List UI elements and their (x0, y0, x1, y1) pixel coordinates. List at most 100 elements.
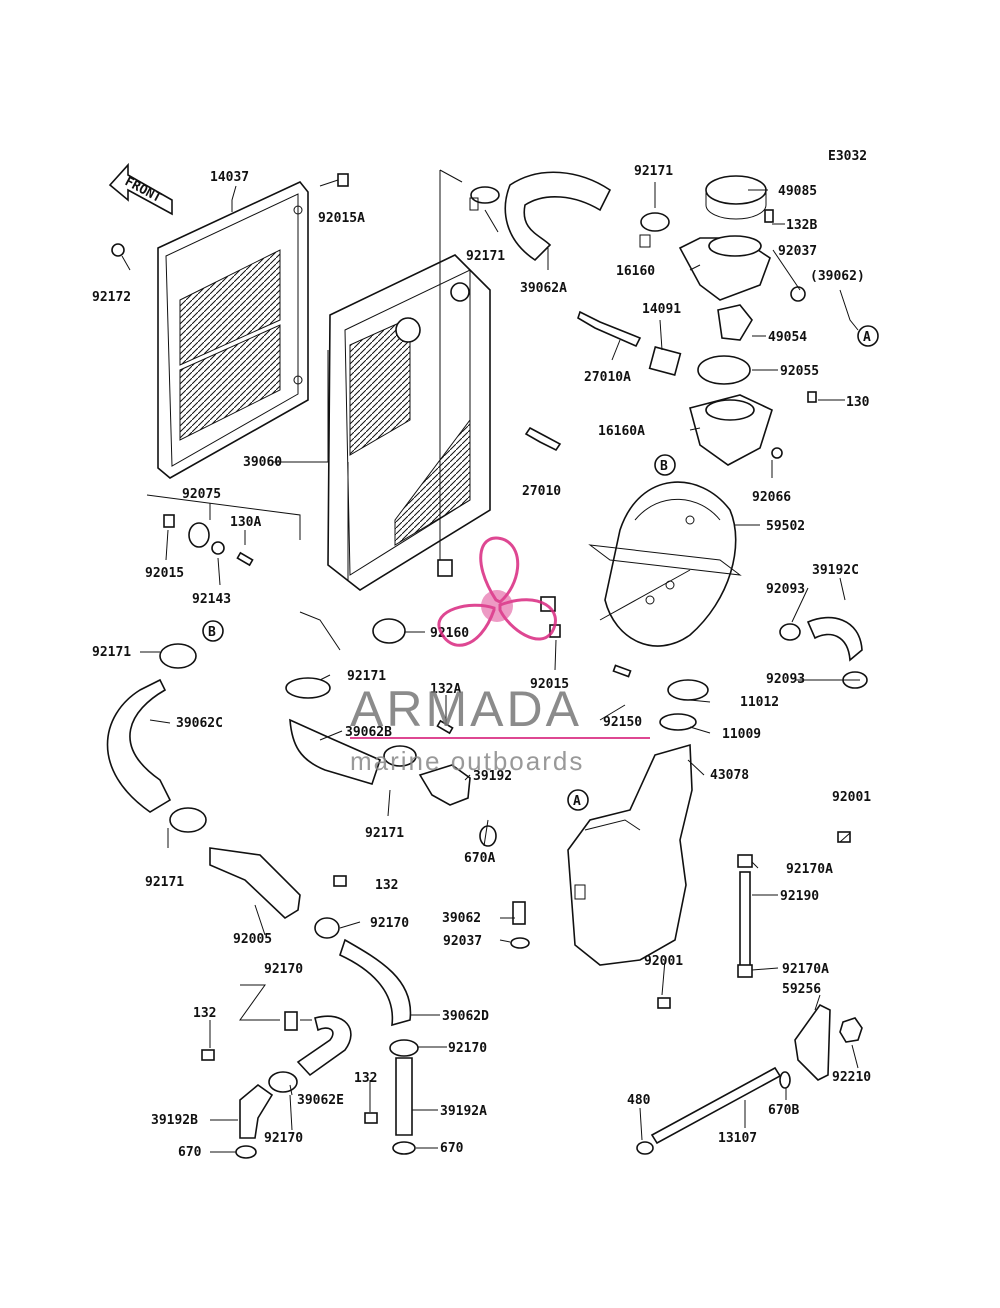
label-92170: 92170 (264, 962, 303, 977)
label-92143: 92143 (192, 592, 231, 607)
clamp-top-right (639, 212, 670, 248)
part-labels: 14037 92015A 92172 92171 92171 39062A 92… (92, 164, 871, 1160)
label-92170: 92170 (370, 916, 409, 931)
label-43078: 43078 (710, 768, 749, 783)
label-92055: 92055 (780, 364, 819, 379)
label-92170a: 92170A (782, 962, 829, 977)
clamp-92171-center (383, 745, 417, 767)
label-92171: 92171 (347, 669, 386, 684)
label-59256: 59256 (782, 982, 821, 997)
label-670b: 670B (768, 1103, 799, 1118)
label-92210: 92210 (832, 1070, 871, 1085)
label-39062-ref: (39062) (810, 269, 865, 284)
label-92150: 92150 (603, 715, 642, 730)
clamp-92171-lower-left (169, 807, 207, 833)
label-39062d: 39062D (442, 1009, 489, 1024)
o-ring-92055 (697, 355, 751, 385)
svg-text:A: A (863, 330, 871, 345)
watermark: ARMADA marine outboards (350, 536, 650, 776)
label-92171: 92171 (634, 164, 673, 179)
label-92171: 92171 (466, 249, 505, 264)
clamp-92170-small (284, 1011, 298, 1031)
label-11009: 11009 (722, 727, 761, 742)
coolant-tank (567, 743, 693, 966)
elbow-39192 (418, 764, 471, 806)
label-27010: 27010 (522, 484, 561, 499)
pipe-92190 (739, 871, 751, 967)
thermostat (717, 304, 753, 341)
label-92171: 92171 (145, 875, 184, 890)
label-132b: 132B (786, 218, 817, 233)
radiator (327, 254, 491, 591)
clamp-92171-above (285, 677, 331, 699)
pipe-39192a (395, 1057, 413, 1136)
label-92160: 92160 (430, 626, 469, 641)
ref-b-left: B (202, 620, 224, 642)
label-14091: 14091 (642, 302, 681, 317)
label-92075: 92075 (182, 487, 221, 502)
filler-cap (705, 175, 767, 220)
label-92190: 92190 (780, 889, 819, 904)
propeller-logo-icon (437, 536, 557, 647)
impeller (794, 1003, 831, 1081)
clamp-92170-mid (314, 917, 340, 939)
cap-14091 (648, 346, 682, 376)
clamp-top-left (469, 186, 500, 211)
filler-neck (678, 235, 771, 301)
hose-39062a (504, 171, 612, 262)
label-480: 480 (627, 1093, 651, 1108)
seal-11012 (667, 679, 709, 701)
clamp-92170a-bottom (737, 964, 753, 978)
label-132: 132 (354, 1071, 377, 1086)
bolt-icons (111, 173, 851, 1124)
hose-39062c (106, 678, 172, 813)
label-92015: 92015 (530, 677, 569, 692)
clamp-92171-upper-left (159, 643, 197, 669)
label-670: 670 (440, 1141, 464, 1156)
hose-39062b (289, 718, 381, 785)
label-92171: 92171 (92, 645, 131, 660)
label-11012: 11012 (740, 695, 779, 710)
clamp-92093-a (779, 623, 801, 641)
clamp-92170a-top (737, 854, 753, 868)
label-39192b: 39192B (151, 1113, 198, 1128)
hose-39062e (296, 1015, 352, 1077)
label-39062c: 39062C (176, 716, 223, 731)
label-39062: 39062 (442, 911, 481, 926)
leader-lines (121, 169, 860, 1153)
fan (588, 481, 742, 647)
label-92170: 92170 (448, 1041, 487, 1056)
clamp-92170-elbow (268, 1071, 298, 1093)
pipe-92005 (209, 847, 301, 920)
label-16160a: 16160A (598, 424, 645, 439)
label-92037: 92037 (778, 244, 817, 259)
o-ring-670-left (235, 1145, 257, 1159)
radiator-shroud (157, 181, 309, 479)
label-49054: 49054 (768, 330, 807, 345)
svg-text:B: B (660, 459, 668, 474)
thermostat-housing (689, 394, 773, 466)
label-39192c: 39192C (812, 563, 859, 578)
label-14037: 14037 (210, 170, 249, 185)
label-39062b: 39062B (345, 725, 392, 740)
label-92093: 92093 (766, 672, 805, 687)
ref-b-upper: B (654, 454, 676, 476)
shaft-13107 (650, 1066, 782, 1145)
label-92066: 92066 (752, 490, 791, 505)
diagram-code: E3032 (828, 149, 867, 164)
label-130: 130 (846, 395, 870, 410)
svg-text:B: B (208, 625, 216, 640)
sensor-27010 (524, 426, 562, 452)
sensor-27010a (577, 310, 642, 348)
label-39062a: 39062A (520, 281, 567, 296)
label-670a: 670A (464, 851, 495, 866)
label-39060: 39060 (243, 455, 282, 470)
elbow-39192c (806, 616, 863, 662)
clamp-92170-pipe (389, 1039, 419, 1057)
label-92001: 92001 (644, 954, 683, 969)
o-ring-670-right (392, 1141, 416, 1155)
label-39192a: 39192A (440, 1104, 487, 1119)
o-ring-670b (779, 1071, 791, 1089)
o-ring-670a (479, 825, 497, 847)
